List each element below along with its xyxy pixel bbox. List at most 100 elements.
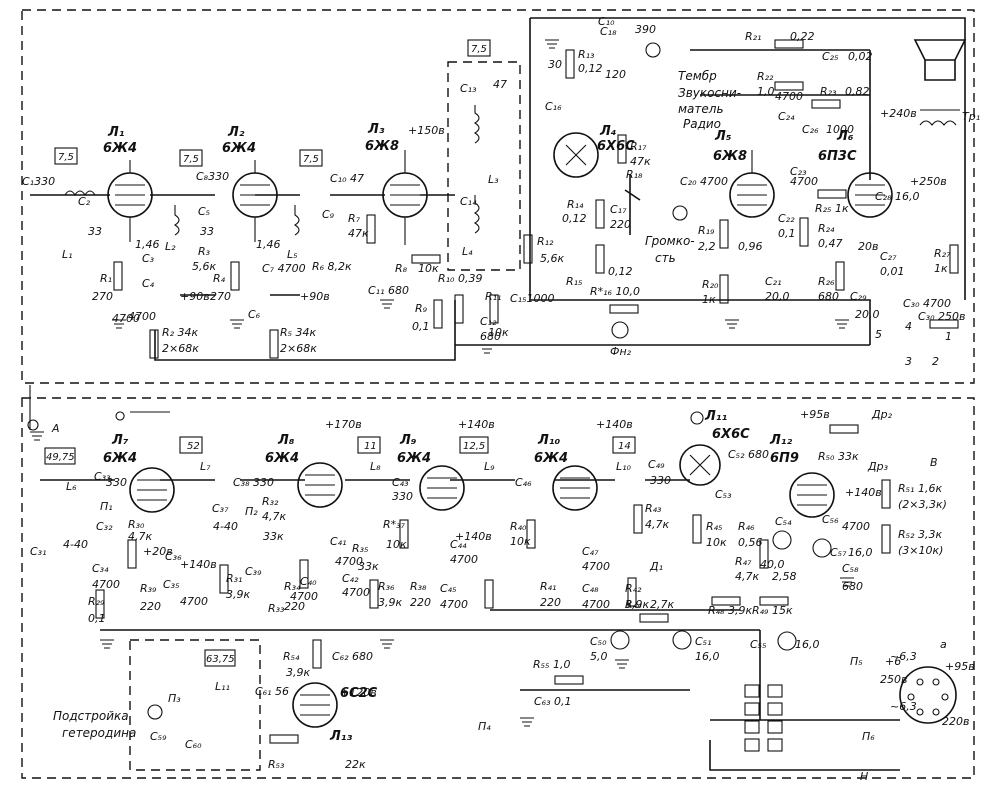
- tube-type-L11: 6Х6С: [712, 427, 750, 442]
- label-C40v: 4700: [290, 590, 318, 603]
- label-trim2: гетеродина: [62, 726, 136, 740]
- label-R35v: 33к: [358, 560, 379, 573]
- volt-90a: +90в: [180, 290, 210, 303]
- if-freq-8: 14: [618, 441, 631, 452]
- label-C5: С₅: [198, 205, 210, 218]
- label-C18: С₁₈: [600, 25, 617, 38]
- resistor-R54: [312, 639, 322, 669]
- label-R33v: 33к: [263, 530, 284, 543]
- tube-label-L8: Л₈: [277, 433, 295, 448]
- label-R12v: 5,6к: [540, 252, 564, 265]
- if-box-7: [357, 436, 381, 454]
- detector-shield: [447, 61, 521, 271]
- resistor-R14: [595, 199, 605, 229]
- label-P3: П₃: [168, 692, 181, 705]
- resistor-R21: [774, 39, 804, 49]
- label-C47: С₄₇: [582, 545, 599, 558]
- label-C30: С₃₀ 4700: [903, 297, 951, 310]
- resistor-R55: [554, 675, 584, 685]
- label-L8: L₈: [370, 460, 381, 473]
- label-a: а: [940, 638, 947, 651]
- tube-label-L13: Л₁₃: [329, 729, 352, 744]
- label-R40v: 10к: [510, 535, 531, 548]
- label-C44: С₄₄: [450, 538, 467, 551]
- label-C20v: 4700: [700, 175, 728, 188]
- resistor-R24: [799, 217, 809, 247]
- label-R37: R*₃₇: [383, 518, 406, 531]
- label-v3: 3: [905, 355, 912, 368]
- label-C28: С₂₈ 16,0: [875, 190, 920, 203]
- label-C24: С₂₄: [778, 110, 795, 123]
- label-C17v: 220: [610, 218, 631, 231]
- antenna-socket[interactable]: [27, 419, 39, 431]
- label-R20v: 1к: [702, 293, 716, 306]
- label-v140e: +140в: [455, 530, 492, 543]
- label-C14: С₁₄: [460, 195, 477, 208]
- tube-type-L13: 6С2С: [340, 686, 378, 701]
- tube-type-L10: 6Ж4: [534, 451, 568, 466]
- label-R20: R₂₀: [702, 278, 719, 291]
- if-freq-9: 49,75: [46, 452, 75, 463]
- label-C22: С₂₂: [778, 212, 795, 225]
- tube-L8: [297, 462, 343, 508]
- label-R42: R₄₂: [625, 582, 642, 595]
- label-R36v: 3,9к: [378, 596, 402, 609]
- marker-A-lower: [147, 704, 163, 720]
- resistor-R2: [149, 329, 159, 359]
- tube-L5: [729, 150, 775, 218]
- label-R37v: 10к: [386, 538, 407, 551]
- label-P1: П₁: [100, 500, 113, 513]
- coil-L4: [473, 105, 480, 144]
- resistor-R10: [454, 294, 464, 324]
- if-freq-3: 7,5: [303, 154, 319, 165]
- label-R12: R₁₂: [537, 235, 554, 248]
- label-R51: R₅₁ 1,6к: [898, 482, 942, 495]
- output-transformer: [919, 109, 960, 126]
- resistor-R20: [719, 274, 729, 304]
- if-freq-5: 52: [187, 441, 200, 452]
- ground-bus-upper: [455, 299, 871, 346]
- label-C53: С₅₃: [715, 488, 732, 501]
- antenna-plug[interactable]: [115, 411, 170, 421]
- label-v6: +6: [885, 655, 901, 668]
- label-C32: С₃₂: [96, 520, 113, 533]
- label-R2: R₂ 34к: [162, 326, 199, 339]
- label-R43: R₄₃: [645, 502, 662, 515]
- label-R31v: 3,9к: [226, 588, 250, 601]
- label-C51v: 16,0: [695, 650, 720, 663]
- hv-bus-upper: [154, 294, 456, 361]
- label-C7: С₇ 4700: [262, 262, 306, 275]
- label-C4v: 4700: [112, 312, 140, 325]
- label-R35: R₃₅: [352, 542, 368, 555]
- label-R7: R₇: [348, 212, 361, 225]
- power-socket[interactable]: [899, 666, 957, 724]
- label-C37: С₃₇: [212, 502, 229, 515]
- label-R15: R₁₅: [566, 275, 582, 288]
- label-R3v: 5,6к: [192, 260, 216, 273]
- if-box-1: [54, 147, 78, 165]
- if-box-10: [204, 649, 236, 667]
- label-R23v: 0,82: [845, 85, 870, 98]
- label-R1v: 270: [92, 290, 113, 303]
- label-P5: П₅: [850, 655, 863, 668]
- resistor-R49: [759, 596, 789, 606]
- label-R16: R*₁₆ 10,0: [590, 285, 640, 298]
- label-R30: R₃₀: [128, 518, 145, 531]
- volume-control[interactable]: [624, 175, 641, 235]
- resistor-R30-upper: [929, 319, 959, 329]
- label-R27v: 1к: [934, 262, 948, 275]
- tube-label-L5: Л₅: [714, 129, 732, 144]
- resistor-R31: [219, 564, 229, 594]
- label-C49: С₄₉: [648, 458, 665, 471]
- label-C6: С₆: [248, 308, 261, 321]
- volt-150: +150в: [408, 124, 445, 137]
- resistor-R47: [759, 539, 769, 569]
- label-C25t: 390: [635, 23, 656, 36]
- label-R9v: 0,1: [412, 320, 430, 333]
- label-R50: R₅₀ 33к: [818, 450, 859, 463]
- resistor-R22: [774, 81, 804, 91]
- resistor-R51: [881, 479, 891, 509]
- label-C26v: 1000: [826, 123, 854, 136]
- resistor-R19: [719, 219, 729, 249]
- label-C41v: 4700: [335, 555, 363, 568]
